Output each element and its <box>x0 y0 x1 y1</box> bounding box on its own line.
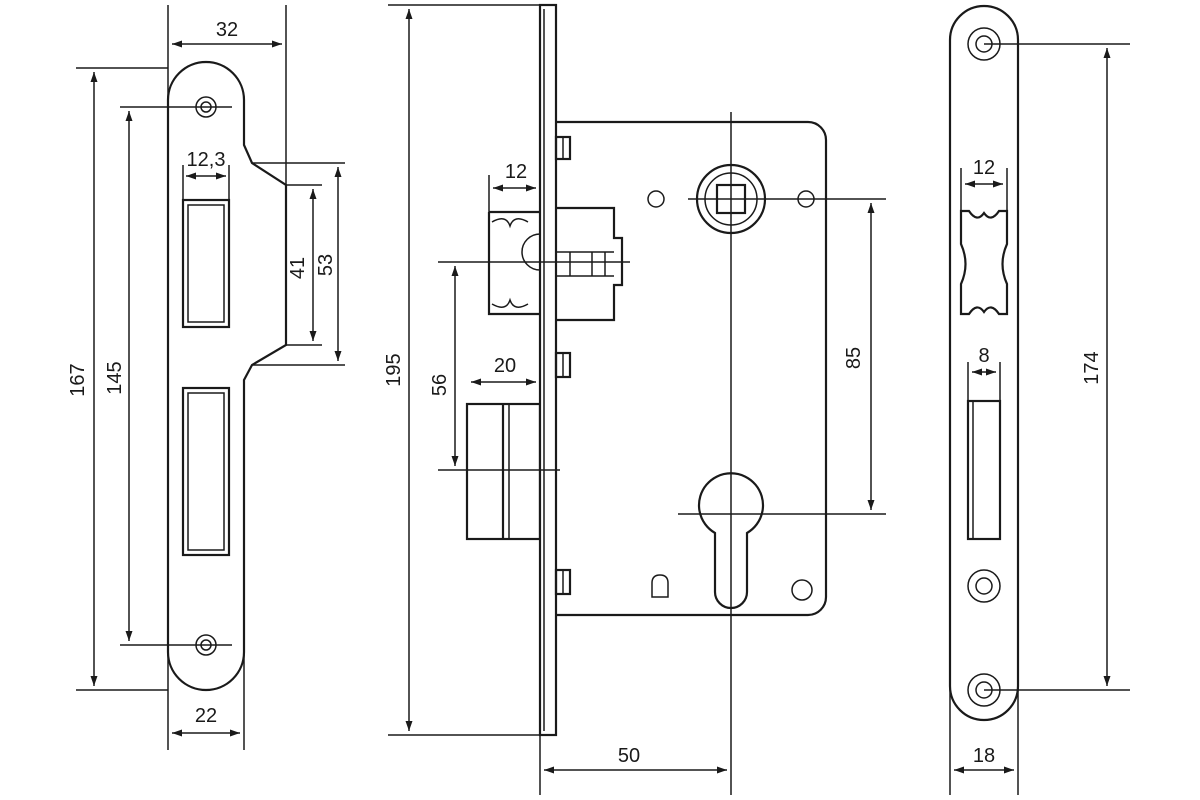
dim-lock-total-height: 195 <box>383 353 405 386</box>
case-rivet <box>651 574 669 598</box>
dim-strike-lip-outer: 53 <box>315 254 337 276</box>
dim-faceplate-width: 18 <box>973 745 995 767</box>
dim-faceplate-screw-spacing: 174 <box>1081 351 1103 384</box>
faceplate-latch-window <box>959 209 1009 316</box>
faceplate-bolt-window <box>966 399 1002 541</box>
latch-slot-inner <box>187 204 225 323</box>
bolt-slot <box>181 386 231 557</box>
dim-strike-lip-inner: 41 <box>287 257 309 279</box>
case-hole <box>647 190 665 208</box>
lock-dimensions: 195 12 20 56 85 50 <box>383 4 886 795</box>
dim-latch-to-bolt: 56 <box>429 374 451 396</box>
lock-faceplate <box>538 3 558 737</box>
faceplate-hole-inner <box>975 577 993 595</box>
faceplate-hole <box>967 569 1001 603</box>
dim-faceplate-bolt-width: 8 <box>978 345 989 367</box>
latch-slot <box>181 198 231 329</box>
dim-latch-projection: 12 <box>505 161 527 183</box>
faceplate-dimensions: 12 8 174 18 <box>949 43 1130 795</box>
dim-centre-distance: 85 <box>843 347 865 369</box>
dim-faceplate-latch-width: 12 <box>973 157 995 179</box>
dim-strike-base-width: 22 <box>195 705 217 727</box>
lock-case <box>556 120 828 617</box>
latch-bolt <box>487 206 624 322</box>
dim-strike-overall-height: 167 <box>67 363 89 396</box>
dim-strike-screw-spacing: 145 <box>104 361 126 394</box>
dim-strike-width: 32 <box>216 19 238 41</box>
strike-dimensions: 32 167 145 12,3 41 53 22 <box>67 5 345 750</box>
lock-body-assembly <box>465 3 828 737</box>
dead-bolt <box>465 402 542 541</box>
bolt-slot-inner <box>187 392 225 551</box>
dim-deadbolt-projection: 20 <box>494 355 516 377</box>
dim-backset: 50 <box>618 745 640 767</box>
cylinder-profile <box>697 472 765 610</box>
dim-latch-slot-width: 12,3 <box>187 149 226 171</box>
case-hole <box>791 579 813 601</box>
